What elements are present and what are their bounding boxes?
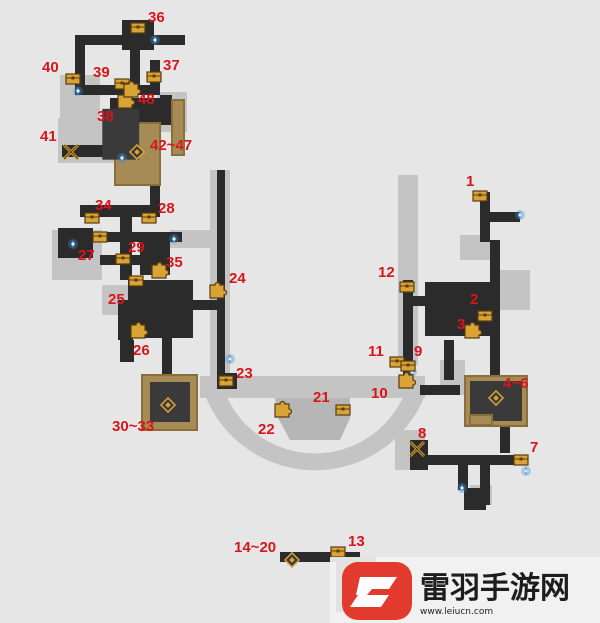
location-number-label: 22 bbox=[258, 421, 275, 438]
puzzle-piece-icon[interactable] bbox=[130, 321, 149, 339]
dark-corridors bbox=[58, 20, 520, 612]
location-number-label: 36 bbox=[148, 9, 165, 26]
treasure-chest-icon[interactable] bbox=[400, 360, 416, 372]
diamond-objective-icon[interactable] bbox=[487, 389, 505, 407]
location-number-label: 41 bbox=[40, 128, 57, 145]
location-number-label: 37 bbox=[163, 57, 180, 74]
puzzle-piece-icon[interactable] bbox=[123, 80, 142, 98]
diamond-objective-icon[interactable] bbox=[159, 396, 177, 414]
location-number-label: 21 bbox=[313, 389, 330, 406]
location-number-label: 10 bbox=[371, 385, 388, 402]
location-number-label: 14~20 bbox=[234, 539, 276, 556]
teleport-waypoint-icon[interactable] bbox=[73, 86, 83, 96]
treasure-chest-icon[interactable] bbox=[141, 212, 157, 224]
puzzle-piece-icon[interactable] bbox=[274, 400, 293, 418]
location-number-label: 12 bbox=[378, 264, 395, 281]
location-number-label: 27 bbox=[78, 247, 95, 264]
watermark: 雷羽手游网 www.leiucn.com bbox=[330, 557, 600, 623]
location-number-label: 39 bbox=[93, 64, 110, 81]
location-number-label: 8 bbox=[418, 425, 426, 442]
location-number-label: 2 bbox=[470, 291, 478, 308]
location-number-label: 7 bbox=[530, 439, 538, 456]
diamond-objective-icon[interactable] bbox=[128, 143, 146, 161]
location-number-label: 28 bbox=[158, 200, 175, 217]
treasure-chest-icon[interactable] bbox=[513, 454, 529, 466]
teleport-waypoint-icon[interactable] bbox=[68, 239, 78, 249]
teleport-waypoint-icon[interactable] bbox=[521, 466, 531, 476]
location-number-label: 29 bbox=[128, 239, 145, 256]
teleport-waypoint-icon[interactable] bbox=[515, 210, 525, 220]
watermark-url: www.leiucn.com bbox=[420, 607, 493, 617]
treasure-chest-icon[interactable] bbox=[335, 404, 351, 416]
treasure-chest-icon[interactable] bbox=[472, 190, 488, 202]
treasure-chest-icon[interactable] bbox=[128, 275, 144, 287]
location-number-label: 35 bbox=[166, 254, 183, 271]
teleport-waypoint-icon[interactable] bbox=[150, 35, 160, 45]
diamond-objective-icon[interactable] bbox=[283, 551, 301, 569]
location-number-label: 30~33 bbox=[112, 418, 154, 435]
puzzle-piece-icon[interactable] bbox=[464, 321, 483, 339]
location-number-label: 1 bbox=[466, 173, 474, 190]
location-number-label: 40 bbox=[42, 59, 59, 76]
treasure-chest-icon[interactable] bbox=[92, 231, 108, 243]
teleport-waypoint-icon[interactable] bbox=[457, 483, 467, 493]
treasure-chest-icon[interactable] bbox=[330, 546, 346, 558]
location-number-label: 34 bbox=[95, 197, 112, 214]
teleport-layer bbox=[68, 35, 531, 493]
teleport-waypoint-icon[interactable] bbox=[169, 234, 179, 244]
crossed-swords-icon[interactable] bbox=[62, 143, 80, 161]
puzzle-piece-icon[interactable] bbox=[151, 261, 170, 279]
treasure-chest-icon[interactable] bbox=[146, 71, 162, 83]
marker-layer bbox=[62, 22, 529, 569]
location-number-label: 3 bbox=[457, 316, 465, 333]
watermark-title: 雷羽手游网 bbox=[420, 571, 570, 606]
treasure-chest-icon[interactable] bbox=[130, 22, 146, 34]
location-number-label: 26 bbox=[133, 342, 150, 359]
teleport-waypoint-icon[interactable] bbox=[225, 354, 235, 364]
treasure-chest-icon[interactable] bbox=[84, 212, 100, 224]
location-number-label: 4~6 bbox=[503, 375, 528, 392]
puzzle-piece-icon[interactable] bbox=[398, 371, 417, 389]
location-number-label: 25 bbox=[108, 291, 125, 308]
location-number-label: 9 bbox=[414, 343, 422, 360]
treasure-chest-icon[interactable] bbox=[399, 281, 415, 293]
location-number-label: 42~47 bbox=[150, 137, 192, 154]
crossed-swords-icon[interactable] bbox=[408, 440, 426, 458]
leiyu-logo-icon bbox=[342, 562, 412, 620]
location-number-label: 13 bbox=[348, 533, 365, 550]
location-number-label: 24 bbox=[229, 270, 246, 287]
location-number-label: 11 bbox=[368, 343, 384, 360]
location-number-label: 48 bbox=[138, 91, 155, 108]
location-number-label: 38 bbox=[97, 108, 114, 125]
teleport-waypoint-icon[interactable] bbox=[117, 153, 127, 163]
treasure-chest-icon[interactable] bbox=[477, 310, 493, 322]
location-number-label: 23 bbox=[236, 365, 253, 382]
treasure-chest-icon[interactable] bbox=[218, 375, 234, 387]
puzzle-piece-icon[interactable] bbox=[209, 281, 228, 299]
treasure-chest-icon[interactable] bbox=[65, 73, 81, 85]
treasure-chest-icon[interactable] bbox=[115, 253, 131, 265]
